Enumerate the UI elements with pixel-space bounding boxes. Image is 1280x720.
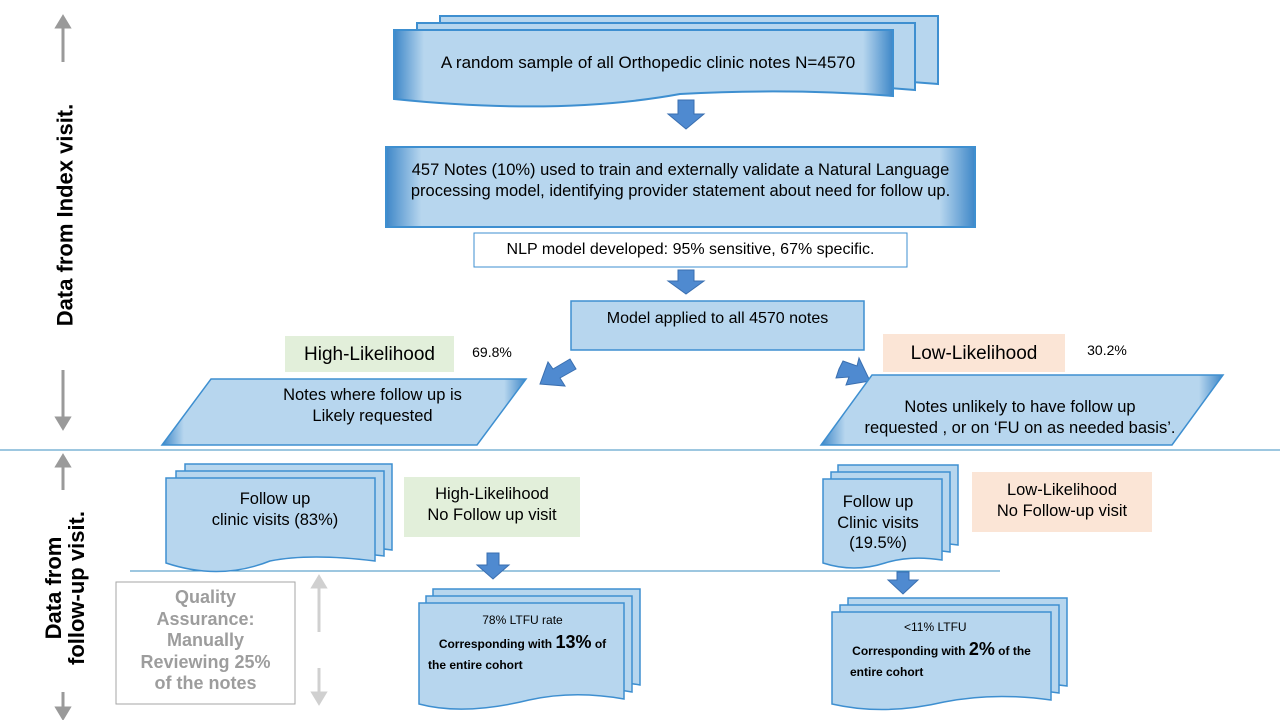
high-nofu-text: High-Likelihood No Follow up visit <box>404 484 580 525</box>
high-pct: 69.8% <box>472 344 512 360</box>
high-ltfu-big: 13% <box>555 632 592 652</box>
side-label-index: Data from Index visit. <box>52 103 78 327</box>
high-notes-shape <box>160 378 528 446</box>
low-ltfu-post: of the <box>994 644 1031 658</box>
low-visits-shape <box>822 464 959 569</box>
high-ltfu-rate: 78% LTFU rate <box>482 613 563 627</box>
high-ltfu-shape <box>418 588 641 710</box>
high-visits-line2: clinic visits (83%) <box>211 510 339 529</box>
side-label-followup: Data from follow-up visit. <box>40 511 89 665</box>
qa-line4: Reviewing 25% <box>140 651 271 672</box>
flow-arrows <box>475 99 920 595</box>
side-label-followup-line2: follow-up visit. <box>64 511 89 665</box>
high-visits-shape <box>165 463 393 573</box>
high-notes-text: Notes where follow up is Likely requeste… <box>230 385 515 426</box>
high-ltfu-pre: Corresponding with <box>438 637 556 651</box>
low-ltfu-big: 2% <box>968 639 995 659</box>
train-box-shape <box>385 146 976 228</box>
high-ltfu-line1: Corresponding with 13% of <box>420 629 625 656</box>
qa-text: Quality Assurance: Manually Reviewing 25… <box>116 587 295 695</box>
low-ltfu-rate: <11% LTFU <box>904 620 967 634</box>
high-ltfu-text: 78% LTFU rate Corresponding with 13% of … <box>420 611 625 674</box>
low-nofu-bg <box>972 472 1152 532</box>
high-notes-line2: Likely requested <box>312 406 433 425</box>
low-ltfu-pre: Corresponding with <box>852 644 969 658</box>
qa-line5: of the notes <box>154 673 257 694</box>
low-nofu-text: Low-Likelihood No Follow-up visit <box>972 480 1152 521</box>
high-visits-line1: Follow up <box>239 490 311 508</box>
qa-line3: Manually <box>166 630 245 651</box>
nlp-text: NLP model developed: 95% sensitive, 67% … <box>506 241 875 258</box>
qa-box-shape <box>115 581 296 705</box>
side-range-arrows <box>54 14 72 720</box>
qa-line1: Quality <box>174 587 236 607</box>
low-ltfu-shape <box>831 597 1068 711</box>
train-line2: processing model, identifying provider s… <box>410 181 951 200</box>
high-ltfu-line2: the entire cohort <box>428 658 523 672</box>
high-label: High-Likelihood <box>304 344 435 365</box>
high-notes-line1: Notes where follow up is <box>283 386 462 404</box>
high-visits-text: Follow up clinic visits (83%) <box>170 489 380 530</box>
low-notes-text: Notes unlikely to have follow up request… <box>855 397 1185 438</box>
train-line1: 457 Notes (10%) used to train and extern… <box>411 161 950 179</box>
applied-text: Model applied to all 4570 notes <box>606 310 829 327</box>
qa-range-arrows <box>310 574 328 706</box>
low-notes-line1: Notes unlikely to have follow up <box>904 398 1136 416</box>
low-visits-text: Follow up Clinic visits (19.5%) <box>823 492 933 554</box>
sample-text: A random sample of all Orthopedic clinic… <box>440 53 856 72</box>
high-nofu-bg <box>404 477 580 537</box>
low-pct: 30.2% <box>1087 342 1127 358</box>
applied-box-shape <box>570 300 865 351</box>
low-ltfu-line1: Corresponding with 2% of the <box>834 636 1049 663</box>
low-label: Low-Likelihood <box>910 343 1038 364</box>
sample-documents-shape <box>393 15 939 108</box>
low-notes-line2: requested , or on ‘FU on as needed basis… <box>864 418 1176 437</box>
low-nofu-line2: No Follow-up visit <box>996 501 1128 520</box>
high-nofu-line2: No Follow up visit <box>427 505 557 524</box>
low-label-bg <box>883 334 1065 372</box>
low-nofu-line1: Low-Likelihood <box>1006 481 1118 499</box>
side-label-followup-line1: Data from <box>40 536 66 640</box>
low-ltfu-text: <11% LTFU Corresponding with 2% of the e… <box>834 618 1049 681</box>
low-ltfu-line2: entire cohort <box>850 665 924 679</box>
low-visits-line1: Follow up <box>842 493 914 511</box>
low-notes-shape <box>819 374 1225 446</box>
high-nofu-line1: High-Likelihood <box>435 485 549 503</box>
low-visits-line2: Clinic visits <box>837 513 919 532</box>
train-text: 457 Notes (10%) used to train and extern… <box>388 160 973 201</box>
low-visits-line3: (19.5%) <box>849 534 907 553</box>
qa-line2: Assurance: <box>156 608 255 629</box>
high-ltfu-post: of <box>591 637 607 651</box>
high-label-bg <box>285 336 454 372</box>
nlp-box-shape <box>473 232 908 268</box>
